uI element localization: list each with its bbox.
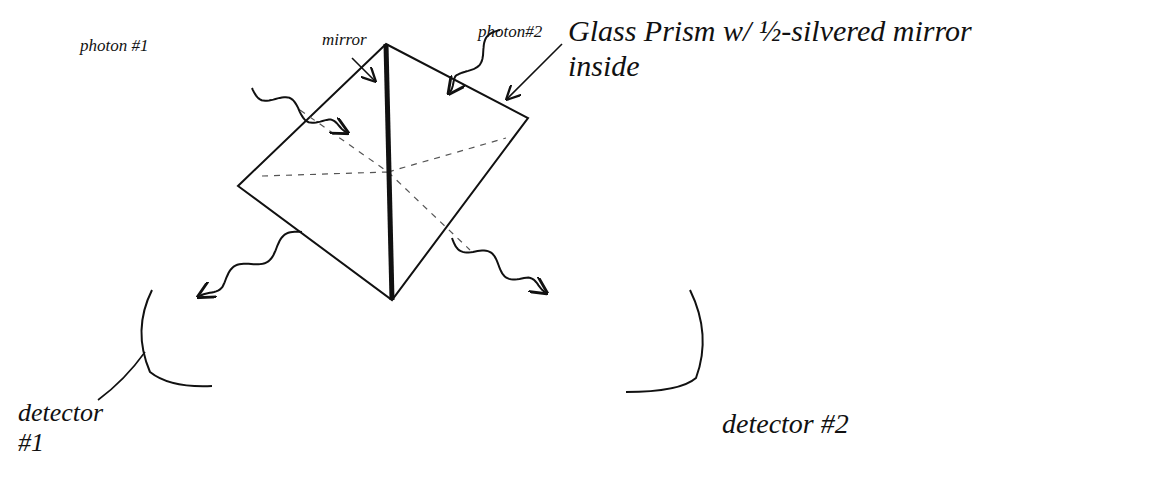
mirror-plane [386, 44, 392, 300]
outgoing-wave-1 [200, 232, 302, 296]
prism-caption: Glass Prism w/ ½-silvered mirror inside [568, 14, 1018, 83]
photon-1-wave [252, 88, 346, 132]
mirror-label: mirror [322, 30, 402, 50]
prism-leader [508, 44, 562, 98]
detector-2-bracket [626, 290, 703, 392]
prism-dashed-lines [262, 110, 506, 250]
detector-label: detector #2 [722, 408, 852, 440]
prism-outline [238, 44, 528, 300]
detector-label: detector #1 [18, 398, 113, 458]
outgoing-wave-2 [452, 238, 545, 292]
photon-label: photon #1 [80, 36, 200, 56]
detector-1-leader [98, 352, 145, 400]
detector-1-bracket [141, 290, 212, 386]
mirror-leader [352, 58, 374, 80]
